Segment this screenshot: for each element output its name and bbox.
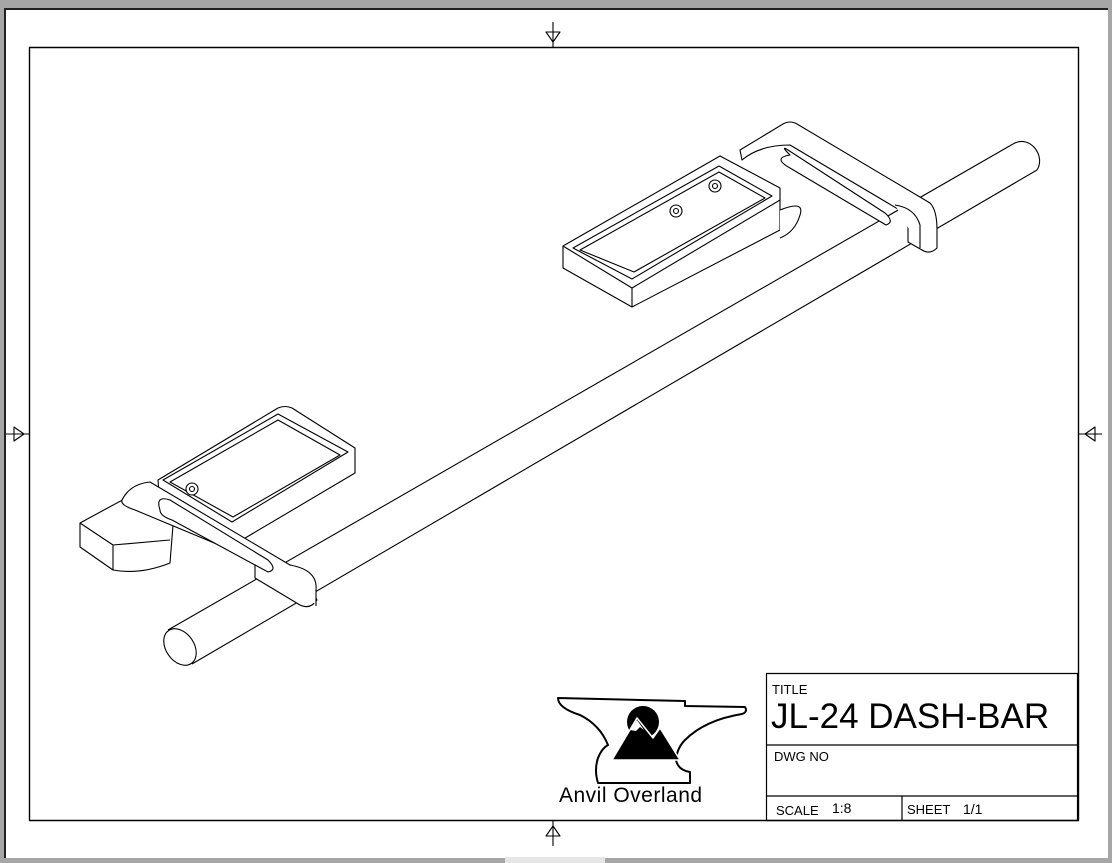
rod [163,141,1040,666]
left-bracket [79,405,356,608]
drawing-sheet [4,8,1108,858]
anvil-mountain-logo [557,697,747,784]
center-mark-left [6,426,29,442]
company-name: Anvil Overland [559,784,703,807]
title-block [765,672,1079,822]
drawing-border [28,46,1080,822]
center-mark-right [1079,426,1102,442]
sheet-label: SHEET [907,802,951,817]
right-bracket [562,121,938,308]
scale-label: SCALE [776,803,819,818]
scale-value: 1:8 [832,800,852,816]
center-mark-top [545,22,561,47]
toolbar-stub [505,857,605,863]
title-value: JL-24 DASH-BAR [771,697,1050,736]
title-label: TITLE [772,682,808,697]
dwg-no-label: DWG NO [774,749,829,764]
sheet-value: 1/1 [963,801,983,817]
center-mark-bottom [545,821,561,846]
